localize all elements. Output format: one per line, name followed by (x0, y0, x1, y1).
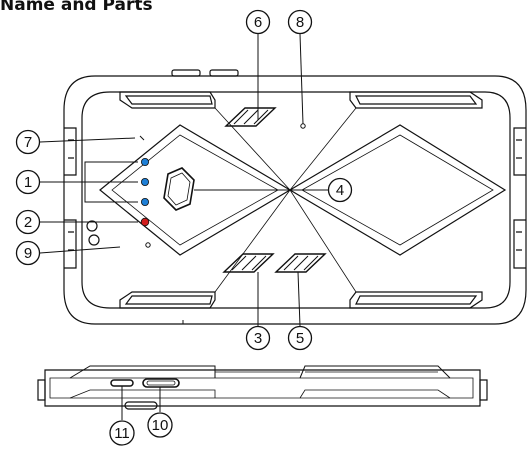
page-title: Name and Parts (0, 0, 153, 15)
callout-5: 5 (287, 325, 313, 351)
callout-11: 11 (109, 420, 135, 446)
callout-3: 3 (245, 325, 271, 351)
right-diamond-panel (288, 124, 507, 256)
outer-shell (63, 75, 527, 325)
svg-text:7: 7 (24, 134, 32, 151)
svg-text:1: 1 (24, 174, 32, 191)
svg-text:9: 9 (24, 245, 32, 262)
side-slot (124, 401, 158, 410)
callout-7: 7 (15, 129, 41, 155)
vent-bottom-right (274, 253, 327, 273)
svg-text:2: 2 (24, 214, 32, 231)
flashlight (86, 220, 98, 232)
device-top-view (39, 33, 527, 327)
vent-top (224, 107, 277, 127)
bottom-grip-right (349, 291, 483, 309)
callout-1: 1 (15, 169, 41, 195)
led-indicator-3 (140, 197, 149, 206)
svg-text:10: 10 (152, 417, 169, 434)
svg-text:4: 4 (336, 182, 344, 199)
callout-6: 6 (245, 9, 271, 35)
top-grip-right (349, 91, 483, 109)
power-button (163, 167, 195, 211)
flashlight-ring (88, 234, 100, 246)
top-grip-left (119, 91, 216, 109)
usb-port-inner (146, 380, 176, 386)
bottom-grip-left (119, 291, 216, 309)
micro-usb-port (110, 379, 134, 387)
sensor-hole-left (145, 242, 151, 248)
top-button-right (209, 69, 239, 77)
usb-port (142, 378, 180, 388)
callout-8: 8 (287, 9, 313, 35)
callout-10: 10 (147, 412, 173, 438)
vent-bottom-left (222, 253, 275, 273)
svg-text:3: 3 (254, 330, 262, 347)
callout-2: 2 (15, 209, 41, 235)
led-indicator-2 (140, 177, 149, 186)
svg-text:5: 5 (296, 330, 304, 347)
callout-4: 4 (327, 177, 353, 203)
svg-text:6: 6 (254, 14, 262, 31)
led-indicator-1 (140, 157, 149, 166)
device-side-view (37, 365, 488, 420)
side-body (44, 369, 481, 407)
inner-shell (81, 91, 511, 309)
top-button-left (171, 69, 201, 77)
callout-9: 9 (15, 240, 41, 266)
svg-text:11: 11 (114, 425, 130, 442)
sensor-hole-top (300, 123, 306, 129)
svg-text:8: 8 (296, 14, 304, 31)
led-indicator-red (140, 217, 150, 227)
